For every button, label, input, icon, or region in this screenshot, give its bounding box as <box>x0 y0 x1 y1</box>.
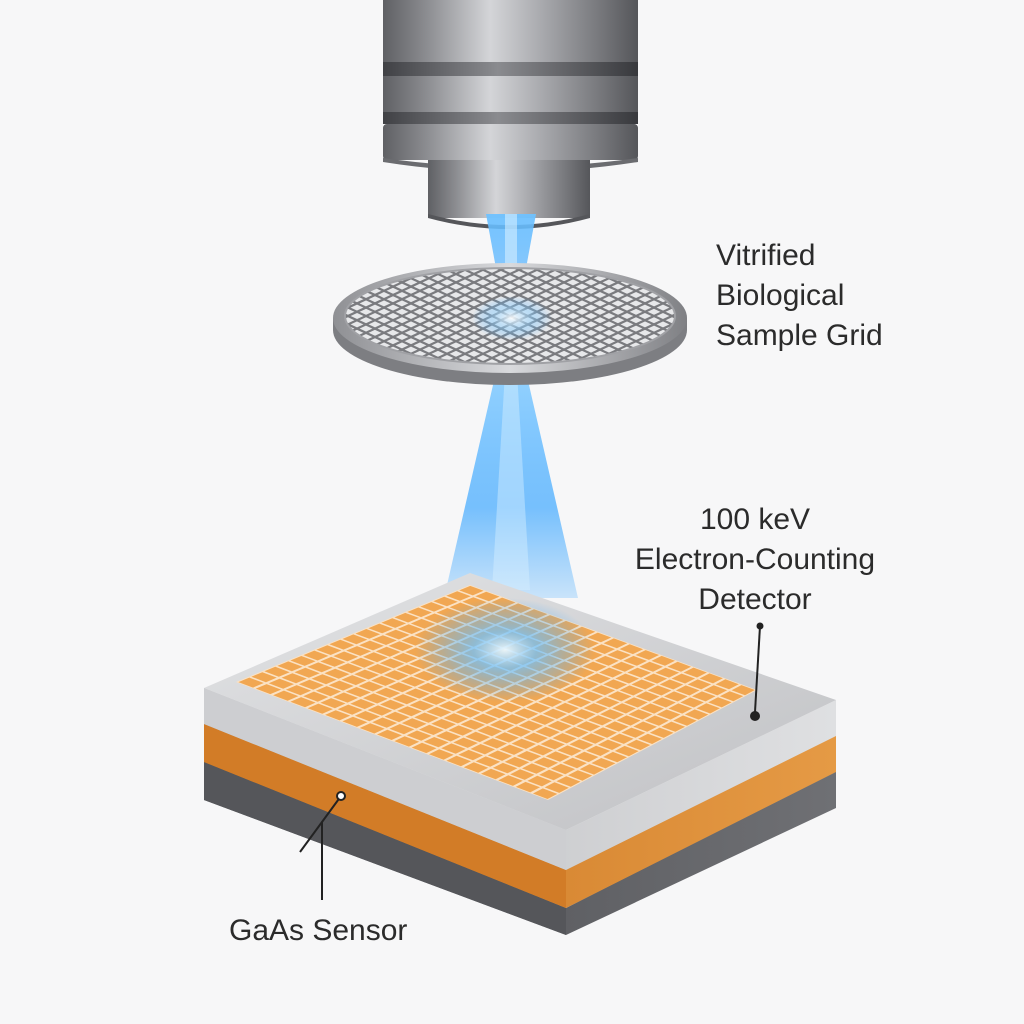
microscope-column-icon <box>383 0 638 229</box>
detector-label-line-2: Electron-Counting <box>634 543 876 576</box>
detector-label-line-3: Detector <box>698 583 812 616</box>
detector-label: 100 keV Electron-Counting Detector <box>600 500 910 620</box>
sample-grid-label-line-3: Sample Grid <box>716 319 883 352</box>
callout-lines <box>299 622 764 900</box>
sample-grid-label-line-2: Biological <box>716 279 845 312</box>
sensor-label: GaAs Sensor <box>229 914 408 947</box>
detector-label-line-1: 100 keV <box>699 503 811 536</box>
detector-leader-line <box>754 625 761 713</box>
sample-grid-label-line-1: Vitrified <box>716 239 816 272</box>
detector-chip-icon <box>204 573 836 935</box>
sample-grid-label: Vitrified Biological Sample Grid <box>716 236 883 356</box>
